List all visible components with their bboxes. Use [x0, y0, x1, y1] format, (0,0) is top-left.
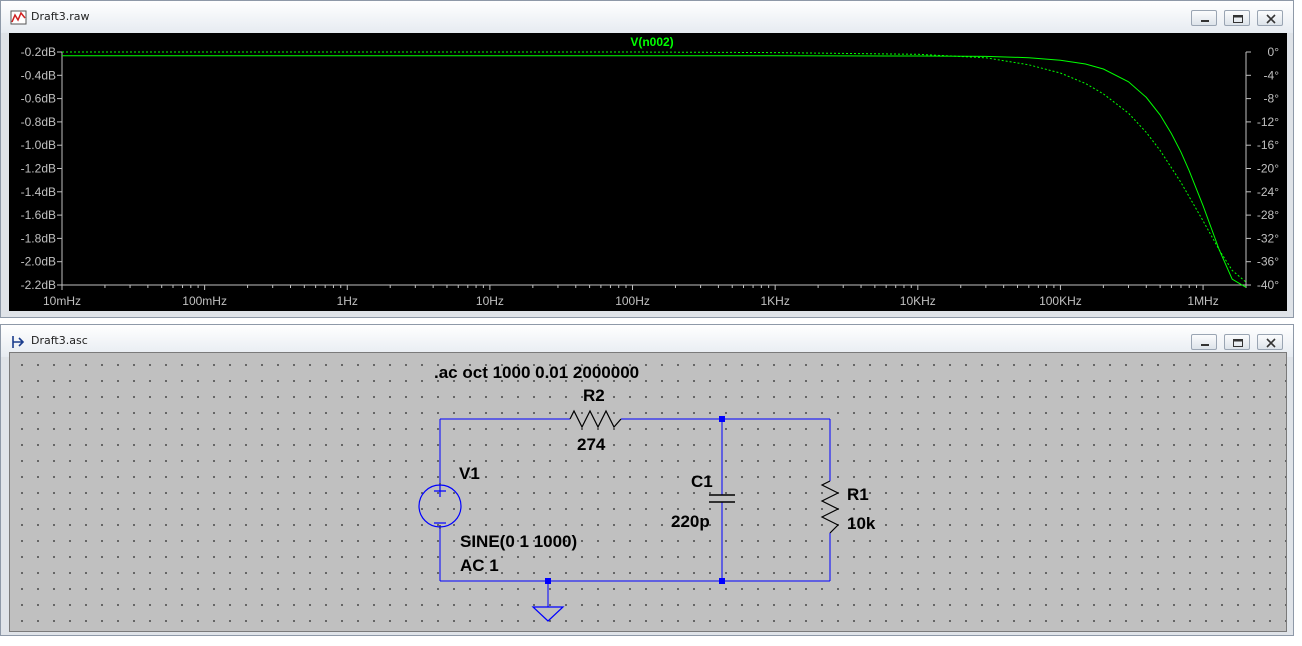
junction-dot	[719, 578, 725, 584]
v1-name-label[interactable]: V1	[459, 464, 480, 483]
plot-window-titlebar[interactable]: Draft3.raw	[1, 1, 1293, 33]
bode-plot[interactable]: V(n002) -0.2dB -0.4dB -0.6dB -0.8dB -1.0dB -1…	[1, 1, 1295, 319]
x-tick-label: 10KHz	[900, 294, 936, 308]
minimize-button[interactable]	[1191, 10, 1217, 26]
x-tick-label: 1KHz	[760, 294, 789, 308]
restore-icon	[1233, 339, 1243, 347]
x-tick-label: 100mHz	[182, 294, 227, 308]
y-right-tick-label: -20°	[1257, 162, 1279, 176]
waveform-icon	[10, 10, 27, 25]
r2-name-label[interactable]: R2	[583, 386, 605, 405]
schematic-drawing[interactable]: .ac oct 1000 0.01 2000000	[10, 353, 1286, 631]
v1-value-label[interactable]: SINE(0 1 1000)	[460, 532, 577, 551]
y-right-tick-label: -40°	[1257, 278, 1279, 292]
y-left-tick-label: -1.8dB	[21, 231, 56, 245]
schematic-icon	[12, 336, 25, 348]
y-right-tick-label: -16°	[1257, 138, 1279, 152]
y-left-tick-label: -0.4dB	[21, 68, 56, 82]
junction-dot	[545, 578, 551, 584]
restore-icon	[1233, 15, 1243, 23]
y-right-tick-label: -12°	[1257, 115, 1279, 129]
y-left-tick-label: -0.8dB	[21, 115, 56, 129]
schematic-window-titlebar[interactable]: Draft3.asc	[1, 325, 1293, 357]
y-right-tick-label: -32°	[1257, 231, 1279, 245]
y-right-tick-label: -8°	[1264, 92, 1280, 106]
schematic-canvas[interactable]: .ac oct 1000 0.01 2000000	[9, 352, 1287, 632]
junction-dot	[719, 416, 725, 422]
r1-name-label[interactable]: R1	[847, 485, 869, 504]
plot-window-title: Draft3.raw	[31, 10, 90, 23]
plot-area-background	[9, 33, 1287, 311]
v1-voltage-source[interactable]	[418, 483, 462, 529]
y-left-tick-label: -0.2dB	[21, 45, 56, 59]
x-tick-label: 100Hz	[615, 294, 650, 308]
x-tick-label: 1MHz	[1187, 294, 1218, 308]
y-right-tick-label: -4°	[1264, 68, 1280, 82]
plot-window[interactable]: Draft3.raw V(n002) -0.2dB -0.4dB -0.6dB -0.…	[0, 0, 1294, 318]
close-button[interactable]	[1257, 10, 1283, 26]
c1-name-label[interactable]: C1	[691, 472, 713, 491]
restore-button[interactable]	[1224, 10, 1250, 26]
r2-resistor[interactable]	[569, 409, 622, 429]
magnitude-trace[interactable]	[62, 55, 1247, 288]
y-right-tick-label: 0°	[1268, 45, 1280, 59]
r2-value-label[interactable]: 274	[577, 435, 606, 454]
y-left-tick-label: -2.2dB	[21, 278, 56, 292]
c1-value-label[interactable]: 220p	[671, 512, 710, 531]
y-right-tick-label: -36°	[1257, 255, 1279, 269]
close-icon	[1266, 338, 1276, 348]
spice-directive[interactable]: .ac oct 1000 0.01 2000000	[434, 363, 639, 382]
close-button[interactable]	[1257, 334, 1283, 350]
phase-trace[interactable]	[62, 51, 1247, 283]
y-left-tick-label: -1.6dB	[21, 208, 56, 222]
close-icon	[1266, 14, 1276, 24]
y-left-tick-label: -1.0dB	[21, 138, 56, 152]
restore-button[interactable]	[1224, 334, 1250, 350]
y-right-tick-label: -24°	[1257, 185, 1279, 199]
x-tick-label: 10mHz	[43, 294, 81, 308]
r1-value-label[interactable]: 10k	[847, 514, 876, 533]
y-left-tick-label: -2.0dB	[21, 255, 56, 269]
y-left-tick-label: -1.2dB	[21, 162, 56, 176]
minimize-icon	[1201, 344, 1209, 346]
x-tick-label: 100KHz	[1039, 294, 1082, 308]
minimize-icon	[1201, 20, 1209, 22]
schematic-window[interactable]: Draft3.asc .ac oct 1000 0.01 2000000	[0, 324, 1294, 636]
v1-ac-label[interactable]: AC 1	[460, 556, 499, 575]
r1-resistor[interactable]	[820, 480, 840, 534]
x-tick-label: 1Hz	[337, 294, 358, 308]
wires[interactable]	[439, 418, 831, 607]
trace-label[interactable]: V(n002)	[630, 35, 673, 49]
y-right-tick-label: -28°	[1257, 208, 1279, 222]
ground-symbol[interactable]	[531, 606, 565, 622]
x-tick-label: 10Hz	[476, 294, 504, 308]
minimize-button[interactable]	[1191, 334, 1217, 350]
c1-capacitor[interactable]	[709, 494, 735, 503]
y-left-tick-label: -0.6dB	[21, 92, 56, 106]
schematic-window-title: Draft3.asc	[31, 334, 88, 347]
y-left-tick-label: -1.4dB	[21, 185, 56, 199]
